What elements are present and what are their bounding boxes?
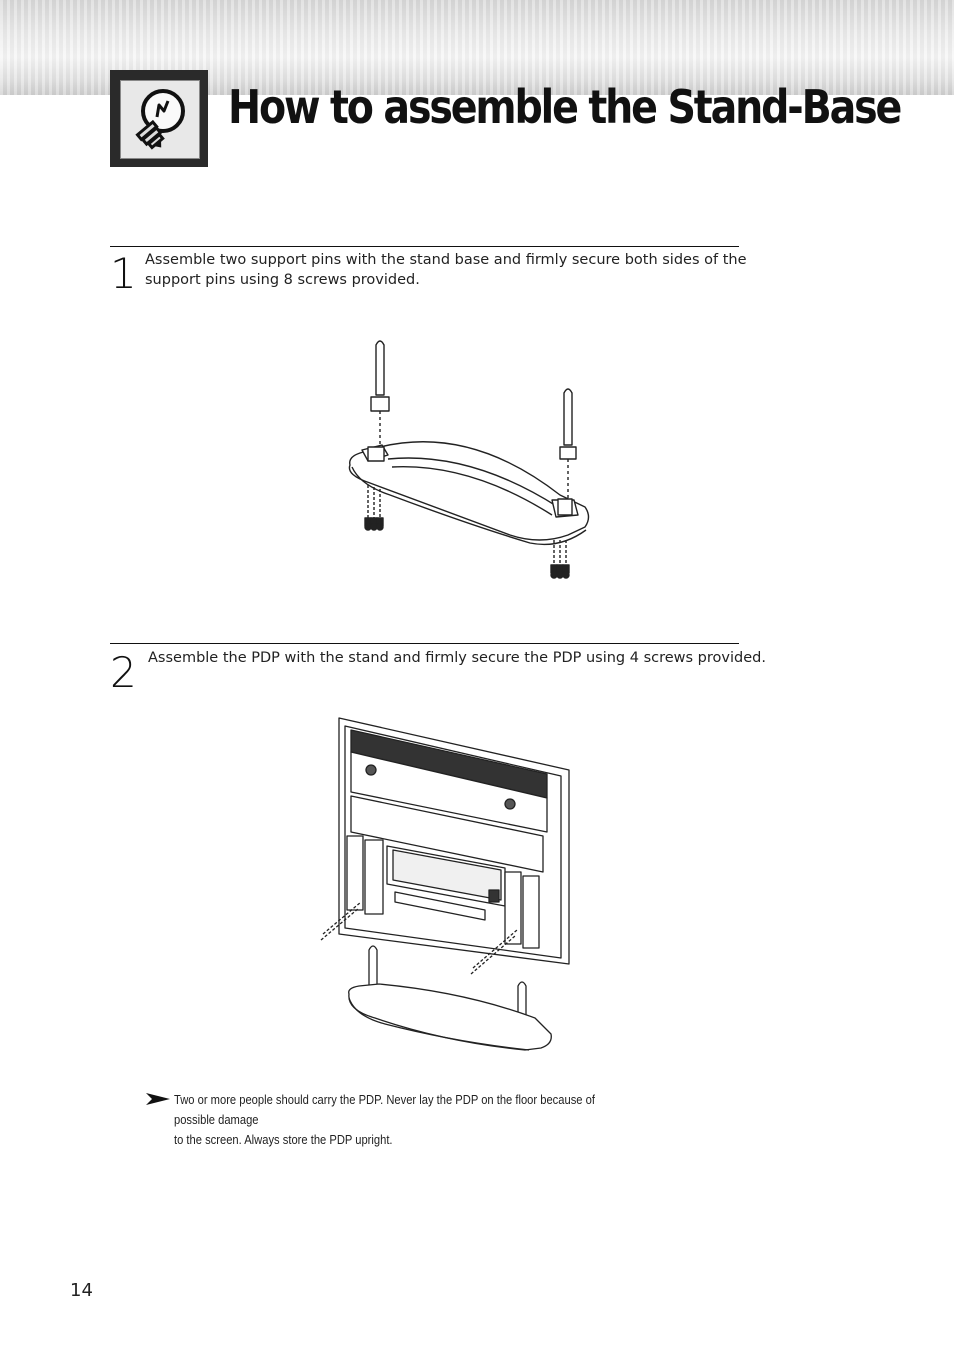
safety-note: Two or more people should carry the PDP.… <box>174 1090 621 1150</box>
step-1-line-2: support pins using 8 screws provided. <box>145 272 420 288</box>
step-2-divider <box>110 643 739 644</box>
lightbulb-icon <box>110 70 208 167</box>
step-1-line-1: Assemble two support pins with the stand… <box>145 252 747 268</box>
step-1-instruction: Assemble two support pins with the stand… <box>145 250 747 290</box>
step-1-number: 1 <box>110 249 137 298</box>
pdp-mounted-on-stand-illustration <box>320 717 570 1051</box>
page-number: 14 <box>70 1280 93 1301</box>
step-2-number: 2 <box>110 648 137 697</box>
step-2-instruction: Assemble the PDP with the stand and firm… <box>148 650 766 666</box>
safety-note-line-1: Two or more people should carry the PDP.… <box>174 1092 595 1127</box>
stand-base-with-support-pins-illustration <box>348 340 590 579</box>
page-title: How to assemble the Stand-Base <box>228 80 902 134</box>
step-1-divider <box>110 246 739 247</box>
arrow-note-icon <box>146 1093 170 1105</box>
safety-note-line-2: to the screen. Always store the PDP upri… <box>174 1132 393 1147</box>
